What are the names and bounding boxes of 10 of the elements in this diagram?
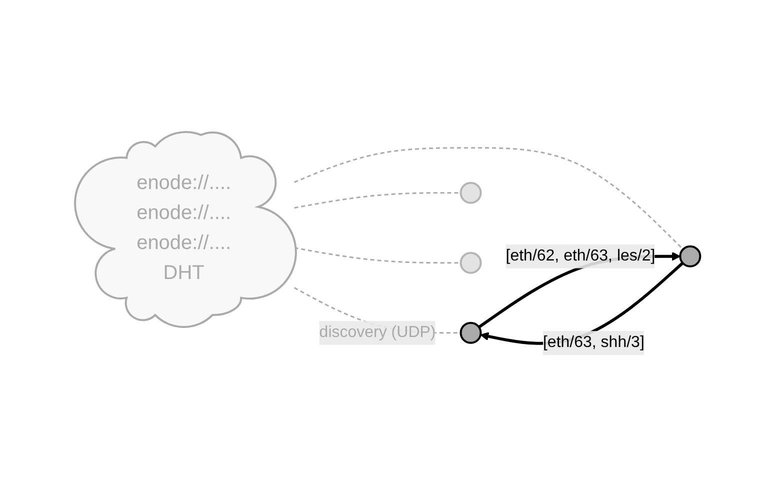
connector <box>294 146 684 250</box>
node-circle <box>460 321 482 344</box>
node-circle <box>679 244 702 267</box>
edge-label: [eth/63, shh/3] <box>542 333 644 350</box>
edge-label: discovery (UDP) <box>319 323 436 340</box>
node-circle <box>460 251 482 274</box>
connector <box>294 246 461 264</box>
node-circle <box>460 181 482 204</box>
connector <box>294 192 461 208</box>
edge-label: [eth/62, eth/63, les/2] <box>506 246 656 264</box>
